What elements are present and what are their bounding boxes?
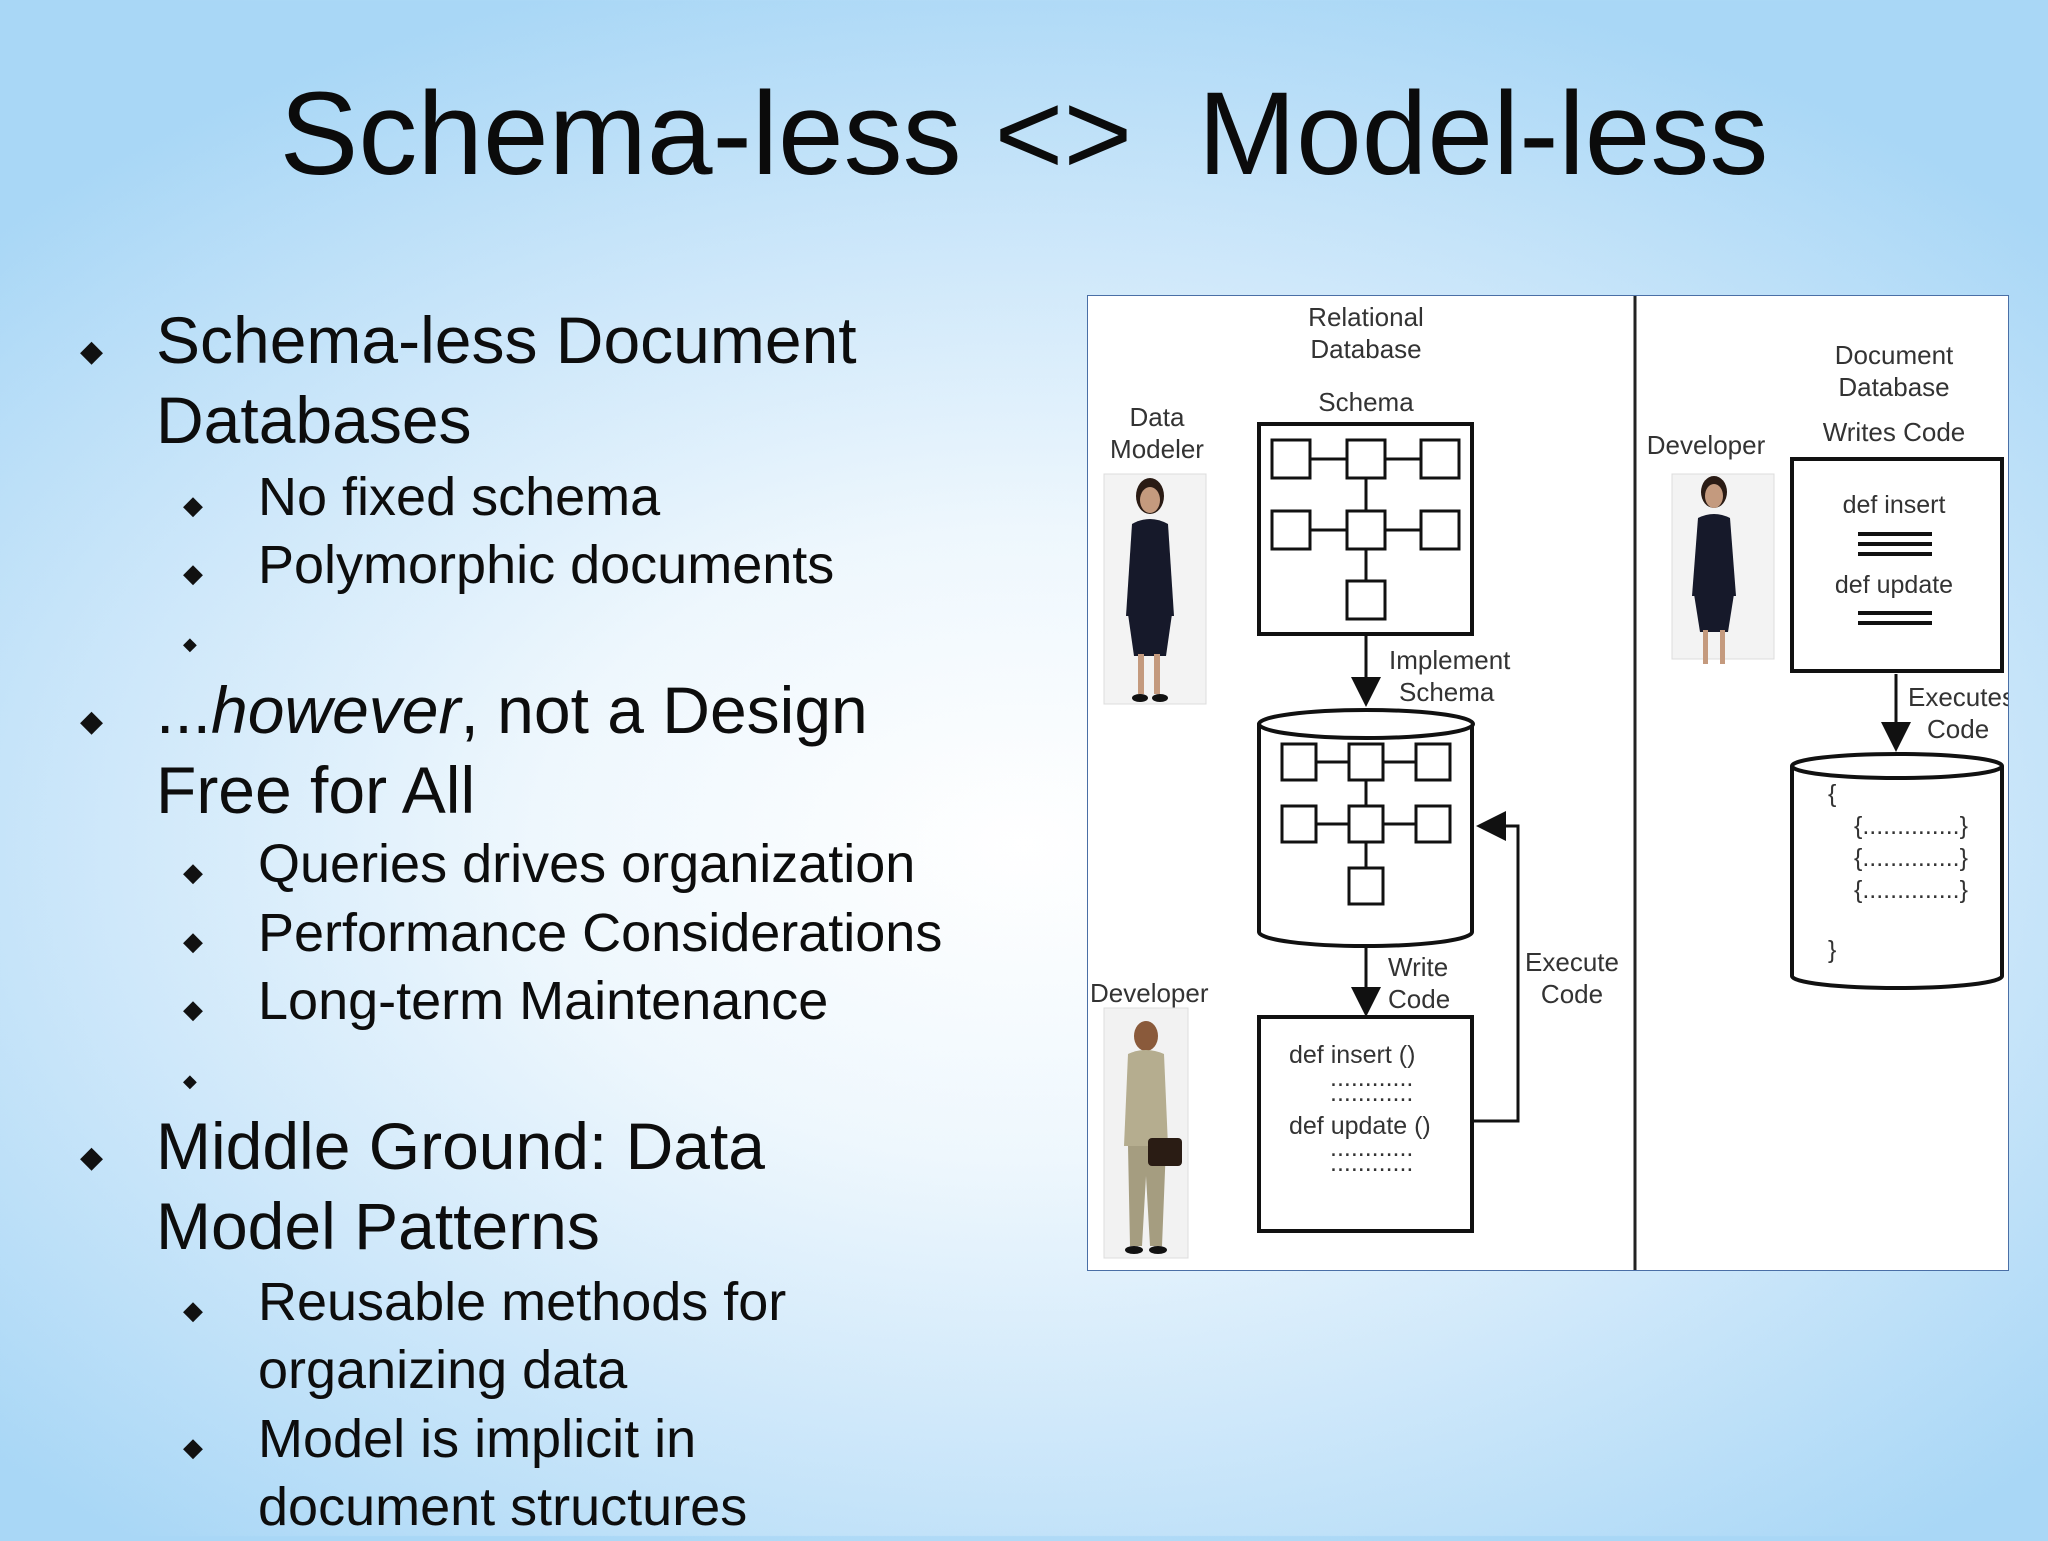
document-line-1: {..............} xyxy=(1854,812,1968,840)
document-db-cylinder: { {..............} {..............} {...… xyxy=(1790,752,2004,990)
dots-3: ............ xyxy=(1330,1134,1413,1162)
slide-title: Schema-less <> Model-less xyxy=(279,68,1769,200)
empty-sub-bullet-diamond-icon: ◆ xyxy=(183,1071,197,1091)
bullet-2-prefix: ... xyxy=(156,673,212,747)
document-line-2: {..............} xyxy=(1854,844,1968,872)
execute-label-2: Code xyxy=(1541,979,1603,1009)
relational-db-label-2: Database xyxy=(1310,334,1421,364)
bullet-2-rest: , not a Design xyxy=(460,673,868,747)
bullet-2-line-1: ...however, not a Design xyxy=(156,670,1036,750)
dots-4: ............ xyxy=(1330,1149,1413,1177)
def-update-paren: def update () xyxy=(1289,1112,1431,1140)
bullet-1-line-1: Schema-less Document xyxy=(156,303,857,377)
bullet-2-sub-3: Long-term Maintenance xyxy=(258,971,829,1031)
def-insert-paren: def insert () xyxy=(1289,1041,1415,1069)
execute-label-1: Execute xyxy=(1525,947,1619,977)
bullet-2-sub-1: Queries drives organization xyxy=(258,834,916,894)
sub-bullet-diamond-icon: ◆ xyxy=(183,857,203,887)
write-label-2: Code xyxy=(1388,984,1450,1014)
dots-2: ............ xyxy=(1330,1079,1413,1107)
developer-person-icon-right xyxy=(1671,473,1775,664)
document-db-label-1: Document xyxy=(1835,340,1954,370)
relational-db-cylinder xyxy=(1257,708,1475,949)
empty-sub-bullet-diamond-icon: ◆ xyxy=(183,634,197,654)
dots-1: ............ xyxy=(1330,1064,1413,1092)
bullet-1-sub-1: No fixed schema xyxy=(258,467,661,527)
data-modeler-person-icon xyxy=(1103,473,1207,705)
bullet-3-sub-1-line-1: Reusable methods for xyxy=(258,1272,787,1332)
execute-code-arrow xyxy=(1472,811,1520,1123)
sub-bullet-diamond-icon: ◆ xyxy=(183,994,203,1024)
def-insert: def insert xyxy=(1843,491,1946,519)
relational-db-label-1: Relational xyxy=(1308,302,1424,332)
diagram-svg: Relational Database Schema Data Modeler xyxy=(1090,296,2008,1270)
bullet-1-sub-2: Polymorphic documents xyxy=(258,535,835,595)
executes-label-2: Code xyxy=(1927,714,1989,744)
bullet-diamond-icon: ◆ xyxy=(80,1141,104,1174)
bullet-3-sub-2-line-1: Model is implicit in xyxy=(258,1409,697,1469)
write-label-1: Write xyxy=(1388,952,1448,982)
sub-bullet-diamond-icon: ◆ xyxy=(183,1295,203,1325)
code-box: def insert () ............ ............ … xyxy=(1257,1015,1474,1233)
developer-person-icon xyxy=(1103,1007,1189,1259)
brace-open: { xyxy=(1828,780,1836,808)
document-code-box: def insert def update xyxy=(1790,457,2004,673)
data-modeler-label-1: Data xyxy=(1130,402,1185,432)
bullet-3-line-1: Middle Ground: Data xyxy=(156,1109,765,1183)
bullet-3-sub-2-line-2: document structures xyxy=(258,1477,748,1537)
implement-label-2: Schema xyxy=(1399,677,1495,707)
writes-code-label: Writes Code xyxy=(1823,417,1966,447)
sub-bullet-diamond-icon: ◆ xyxy=(183,490,203,520)
bullet-2-italic: however xyxy=(211,673,461,747)
developer-label-right: Developer xyxy=(1647,430,1766,460)
bullet-diamond-icon: ◆ xyxy=(80,705,104,738)
document-db-label-2: Database xyxy=(1838,372,1949,402)
bullet-2-line-2: Free for All xyxy=(156,753,476,827)
sub-bullet-diamond-icon: ◆ xyxy=(183,558,203,588)
data-modeler-label-2: Modeler xyxy=(1110,434,1204,464)
bullet-3-line-2: Model Patterns xyxy=(156,1189,600,1263)
bullet-3-sub-1-line-2: organizing data xyxy=(258,1340,628,1400)
executes-label-1: Executes xyxy=(1908,682,2008,712)
schema-label: Schema xyxy=(1318,387,1414,417)
developer-label-left: Developer xyxy=(1090,978,1209,1008)
sub-bullet-diamond-icon: ◆ xyxy=(183,926,203,956)
sub-bullet-diamond-icon: ◆ xyxy=(183,1432,203,1462)
def-update: def update xyxy=(1835,571,1953,599)
schema-box xyxy=(1257,422,1474,636)
bullet-diamond-icon: ◆ xyxy=(80,335,104,368)
schema-comparison-diagram: Relational Database Schema Data Modeler xyxy=(1087,295,2009,1271)
bullet-1-line-2: Databases xyxy=(156,383,472,457)
bullet-2-sub-2: Performance Considerations xyxy=(258,903,943,963)
implement-label-1: Implement xyxy=(1389,645,1511,675)
document-line-3: {..............} xyxy=(1854,876,1968,904)
brace-close: } xyxy=(1828,936,1836,964)
